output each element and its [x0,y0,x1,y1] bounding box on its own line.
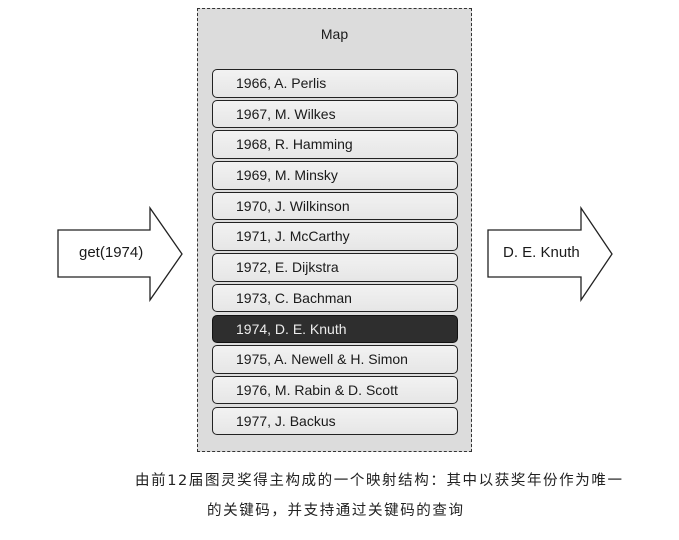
map-entry-label: 1975, A. Newell & H. Simon [236,351,408,368]
map-entry-label: 1977, J. Backus [236,412,336,429]
map-entry-label: 1969, M. Minsky [236,167,338,184]
map-entry-label: 1967, M. Wilkes [236,105,336,122]
map-entry-label: 1971, J. McCarthy [236,228,350,245]
output-arrow-label: D. E. Knuth [503,244,580,261]
map-entry: 1975, A. Newell & H. Simon [212,345,458,374]
input-arrow-label: get(1974) [79,244,144,261]
map-entry: 1977, J. Backus [212,406,458,436]
caption-line-1: 由前12届图灵奖得主构成的一个映射结构：其中以获奖年份作为唯一 [135,473,624,489]
map-entry: 1966, A. Perlis [212,69,458,98]
map-entry-selected: 1974, D. E. Knuth [212,314,458,343]
caption-line-2: 的关键码，并支持通过关键码的查询 [207,503,465,519]
map-entry-label: 1966, A. Perlis [236,75,327,91]
map-entry: 1968, R. Hamming [212,130,458,159]
map-entry: 1967, M. Wilkes [212,99,458,129]
map-entry-label: 1968, R. Hamming [236,136,353,153]
map-entry-label: 1974, D. E. Knuth [236,320,347,337]
map-title: Map [320,26,349,42]
map-entry-label: 1973, C. Bachman [236,289,352,306]
map-entry: 1971, J. McCarthy [212,222,458,251]
map-entry-label: 1970, J. Wilkinson [236,197,350,214]
output-arrow-shape [487,205,613,303]
map-entry-label: 1976, M. Rabin & D. Scott [236,381,398,398]
map-entry-label: 1972, E. Dijkstra [236,259,339,276]
map-entry: 1970, J. Wilkinson [212,191,458,221]
map-container: Map 1966, A. Perlis 1967, M. Wilkes 1968… [197,8,472,452]
map-entry: 1976, M. Rabin & D. Scott [212,375,458,405]
map-entry: 1973, C. Bachman [212,283,458,313]
map-entry: 1969, M. Minsky [212,161,458,190]
map-entry-list: 1966, A. Perlis 1967, M. Wilkes 1968, R.… [212,69,458,437]
map-entry: 1972, E. Dijkstra [212,253,458,282]
input-arrow-shape [57,205,183,303]
